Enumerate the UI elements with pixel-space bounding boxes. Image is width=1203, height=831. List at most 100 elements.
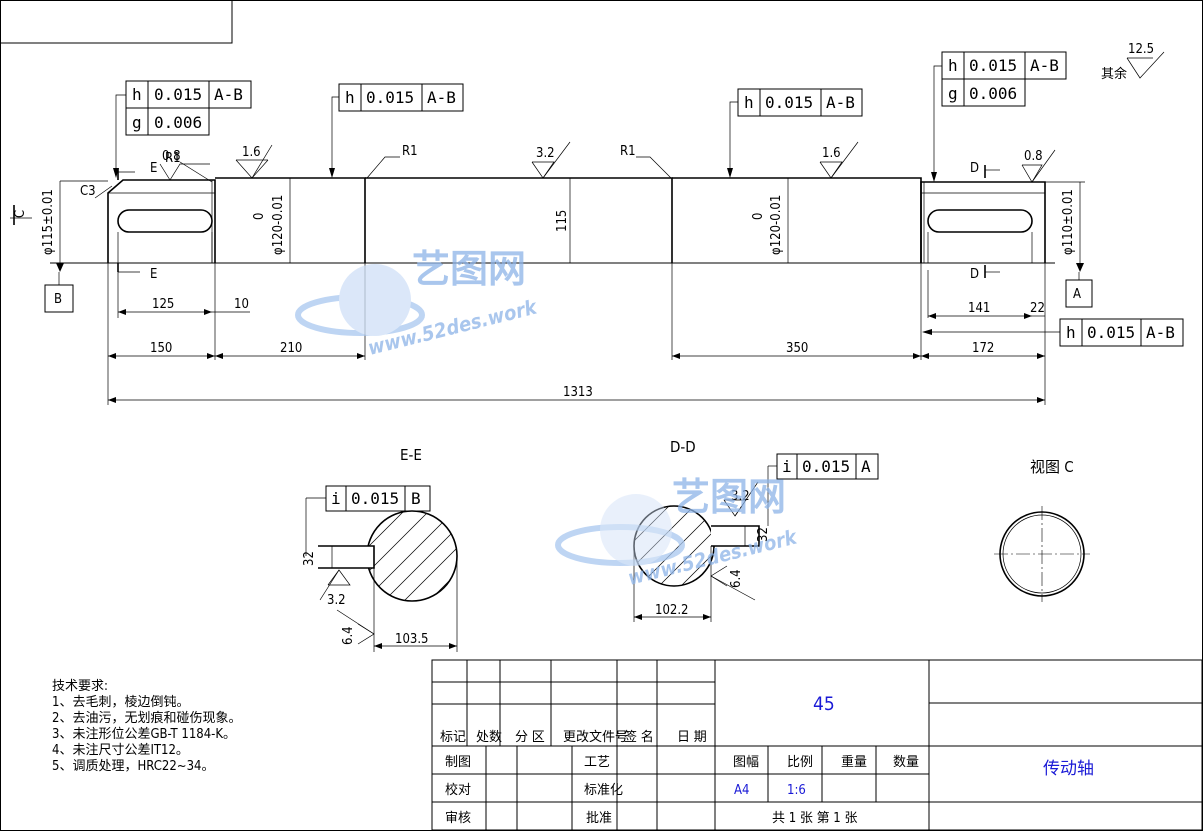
section-d-d: D-D 32 i 0.015 A 3.2 6.4 102.2 bbox=[633, 438, 879, 622]
watermark-1: 艺图网 www.52des.work bbox=[295, 247, 540, 360]
svg-text:A-B: A-B bbox=[427, 88, 456, 107]
dim-keyway-left: 125 bbox=[152, 297, 174, 312]
tech-item: 5、调质处理，HRC22~34。 bbox=[52, 759, 214, 774]
title-block: 标记 处数 分 区 更改文件号 签 名 日 期 制图 校对 审核 工艺 标准化 … bbox=[431, 659, 1203, 831]
watermark-brand: 艺图网 bbox=[412, 247, 526, 291]
section-d-rough2: 6.4 bbox=[729, 569, 744, 588]
col-header: 数量 bbox=[893, 755, 919, 770]
svg-text:A-B: A-B bbox=[214, 85, 243, 104]
rough-2: 1.6 bbox=[242, 145, 261, 160]
section-d-bot: D bbox=[970, 267, 979, 282]
shaft-segment-left bbox=[107, 179, 216, 263]
section-e-depth: 103.5 bbox=[395, 632, 428, 647]
rough-3: 3.2 bbox=[536, 146, 555, 161]
tech-item: 3、未注形位公差GB-T 1184-K。 bbox=[52, 727, 236, 742]
svg-text:A-B: A-B bbox=[826, 93, 855, 112]
rev-header: 处数 bbox=[476, 730, 502, 745]
dim-d-seat1: φ120-0.01 bbox=[271, 195, 286, 255]
material: 45 bbox=[813, 693, 835, 715]
rough-general: 12.5 bbox=[1128, 42, 1154, 57]
watermark-brand: 艺图网 bbox=[672, 475, 786, 519]
view-c: 视图 C bbox=[994, 458, 1090, 602]
tech-item: 1、去毛刺，棱边倒钝。 bbox=[52, 694, 189, 710]
role-label: 标准化 bbox=[584, 783, 623, 798]
role-label: 审核 bbox=[445, 811, 471, 826]
rev-header: 签 名 bbox=[624, 729, 654, 745]
svg-text:0.015: 0.015 bbox=[765, 93, 813, 112]
rough-1: 0.8 bbox=[162, 149, 181, 164]
svg-text:i: i bbox=[331, 489, 341, 508]
svg-text:h: h bbox=[744, 93, 754, 112]
role-label: 制图 bbox=[445, 755, 471, 770]
dim-keyway-right: 141 bbox=[968, 301, 990, 316]
section-d-rough1: 3.2 bbox=[731, 489, 750, 504]
svg-text:0.015: 0.015 bbox=[366, 88, 414, 107]
shaft-segment-right bbox=[920, 181, 1046, 263]
svg-text:g: g bbox=[948, 84, 958, 103]
tech-title: 技术要求: bbox=[52, 679, 108, 694]
svg-text:g: g bbox=[132, 113, 142, 132]
rough-5: 0.8 bbox=[1024, 149, 1043, 164]
rev-header: 日 期 bbox=[677, 730, 707, 745]
role-label: 工艺 bbox=[584, 755, 610, 770]
section-e-rough2: 6.4 bbox=[341, 626, 356, 645]
fcf-right: h 0.015 A-B g 0.006 bbox=[931, 51, 1067, 182]
radius-left-small: R1 bbox=[165, 151, 181, 166]
section-d-width: 32 bbox=[756, 527, 771, 542]
dim-seg2: 210 bbox=[280, 341, 302, 356]
sheet-size: A4 bbox=[734, 783, 749, 798]
svg-text:0.015: 0.015 bbox=[802, 457, 850, 476]
col-header: 图幅 bbox=[733, 755, 759, 770]
tech-requirements: 技术要求: 1、去毛刺，棱边倒钝。 2、去油污，无划痕和碰伤现象。 3、未注形位… bbox=[52, 679, 241, 774]
svg-text:0.015: 0.015 bbox=[1087, 323, 1135, 342]
section-e-e: E-E 32 i 0.015 B 3.2 6.4 103.5 bbox=[302, 446, 458, 652]
view-c-title: 视图 C bbox=[1030, 458, 1074, 476]
datum-b-label: B bbox=[54, 292, 62, 307]
section-e-title: E-E bbox=[400, 446, 422, 464]
rough-general-label: 其余 bbox=[1101, 66, 1127, 82]
dim-d-seat2-tol: 0 bbox=[751, 213, 766, 220]
shaft-main-view: φ115±0.01 φ120-0.01 0 115 φ120-0.01 0 φ1… bbox=[10, 42, 1184, 405]
length-dims: 125 10 141 22 150 210 350 172 bbox=[107, 263, 1046, 405]
keyway-right bbox=[927, 209, 1033, 233]
tech-item: 2、去油污，无划痕和碰伤现象。 bbox=[52, 710, 241, 726]
dim-total: 1313 bbox=[563, 385, 593, 400]
dim-seg4: 172 bbox=[972, 341, 994, 356]
section-e-top: E bbox=[150, 161, 157, 176]
section-d-top: D bbox=[970, 161, 979, 176]
svg-text:0.015: 0.015 bbox=[969, 56, 1017, 75]
chamfer-label: C3 bbox=[80, 184, 96, 199]
role-label: 校对 bbox=[445, 782, 471, 798]
section-d-title: D-D bbox=[670, 438, 696, 456]
rev-header: 分 区 bbox=[515, 730, 545, 745]
datum-a-label: A bbox=[1073, 287, 1081, 302]
col-header: 比例 bbox=[787, 755, 813, 770]
role-label: 批准 bbox=[586, 811, 612, 826]
rev-header: 更改文件号 bbox=[563, 730, 628, 745]
sheet-scale: 1:6 bbox=[787, 783, 806, 798]
svg-text:h: h bbox=[948, 56, 958, 75]
fcf-left: h 0.015 A-B g 0.006 bbox=[113, 80, 252, 178]
shaft-segment-seat2 bbox=[672, 177, 922, 263]
svg-text:B: B bbox=[411, 489, 421, 508]
svg-text:A-B: A-B bbox=[1146, 323, 1175, 342]
sheet-count: 共 1 张 第 1 张 bbox=[772, 811, 857, 826]
svg-text:0.006: 0.006 bbox=[969, 84, 1017, 103]
tech-item: 4、未注尺寸公差IT12。 bbox=[52, 743, 189, 758]
svg-text:0.015: 0.015 bbox=[154, 85, 202, 104]
fcf-mid-left: h 0.015 A-B bbox=[329, 83, 464, 178]
sheet-corner-box bbox=[0, 0, 233, 44]
keyway-left bbox=[117, 209, 213, 233]
part-name: 传动轴 bbox=[1043, 759, 1094, 779]
section-d-depth: 102.2 bbox=[655, 603, 688, 618]
dim-d-seat2: φ120-0.01 bbox=[769, 195, 784, 255]
dim-d-right: φ110±0.01 bbox=[1061, 189, 1076, 255]
svg-text:A: A bbox=[861, 457, 871, 476]
dim-keyway-left-gap: 10 bbox=[234, 297, 249, 312]
radius-left: R1 bbox=[402, 144, 418, 159]
col-header: 重量 bbox=[841, 754, 867, 770]
watermark-2: 艺图网 www.52des.work bbox=[555, 475, 800, 590]
rough-4: 1.6 bbox=[822, 146, 841, 161]
dim-seg1: 150 bbox=[150, 341, 172, 356]
